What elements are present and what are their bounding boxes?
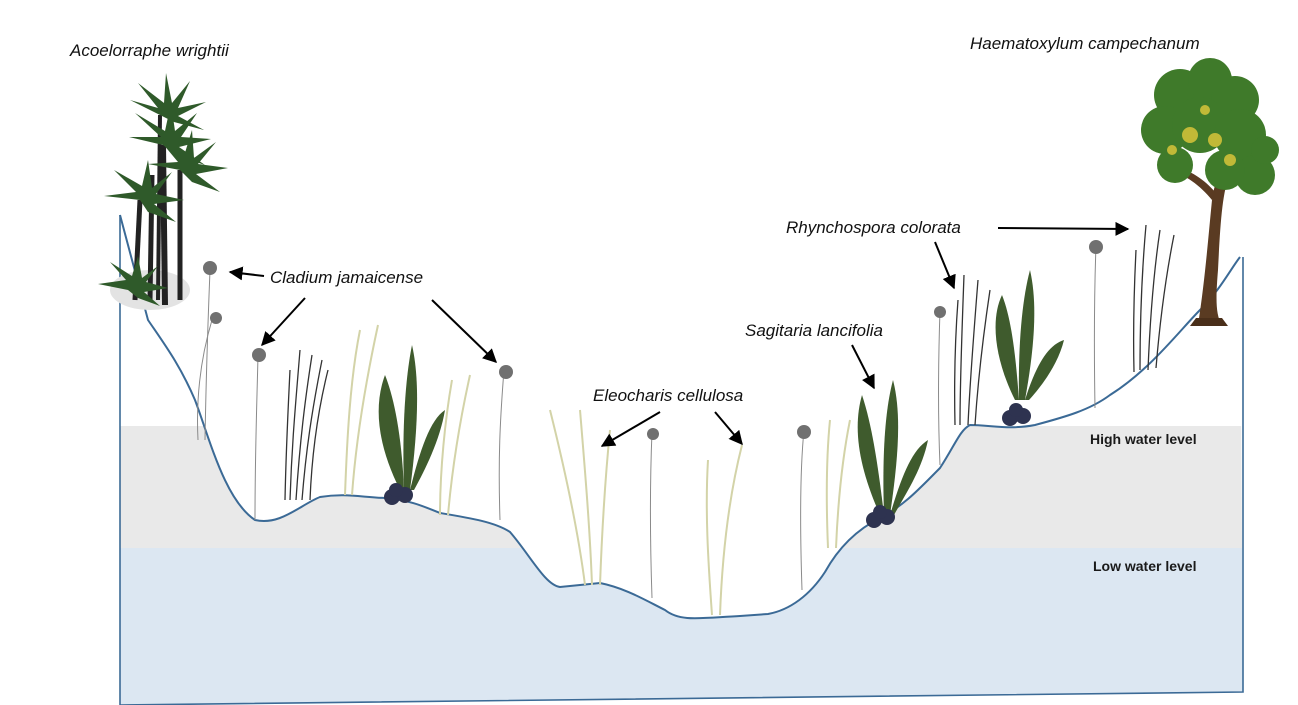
high-water-band [120,426,1243,548]
label-sagitaria: Sagitaria lancifolia [745,321,883,340]
label-acoelorraphe: Acoelorraphe wrightii [69,41,230,60]
pointer-arrows [228,221,1130,447]
label-high-water-level: High water level [1090,431,1197,447]
arrow-cladium-1 [228,266,265,281]
ground-profile-line [119,214,1241,620]
label-cladium: Cladium jamaicense [270,268,423,287]
arrow-rhynchospora-1 [934,241,956,290]
arrow-sagitaria [851,344,875,390]
acoelorraphe-palm-illustration [98,73,228,310]
arrow-eleocharis-1 [600,411,661,447]
label-eleocharis: Eleocharis cellulosa [593,386,743,405]
basin-frame-line [119,215,1244,705]
water-bands [120,426,1243,705]
haematoxylum-tree-illustration [1141,58,1279,326]
arrow-rhynchospora-2 [997,221,1130,236]
label-rhynchospora: Rhynchospora colorata [786,218,961,237]
arrow-cladium-3 [431,299,498,363]
arrow-eleocharis-2 [714,411,743,446]
plant-illustrations [197,224,1175,616]
low-water-band [120,548,1243,705]
label-low-water-level: Low water level [1093,558,1196,574]
label-haematoxylum: Haematoxylum campechanum [970,34,1200,53]
arrow-cladium-2 [261,297,306,347]
